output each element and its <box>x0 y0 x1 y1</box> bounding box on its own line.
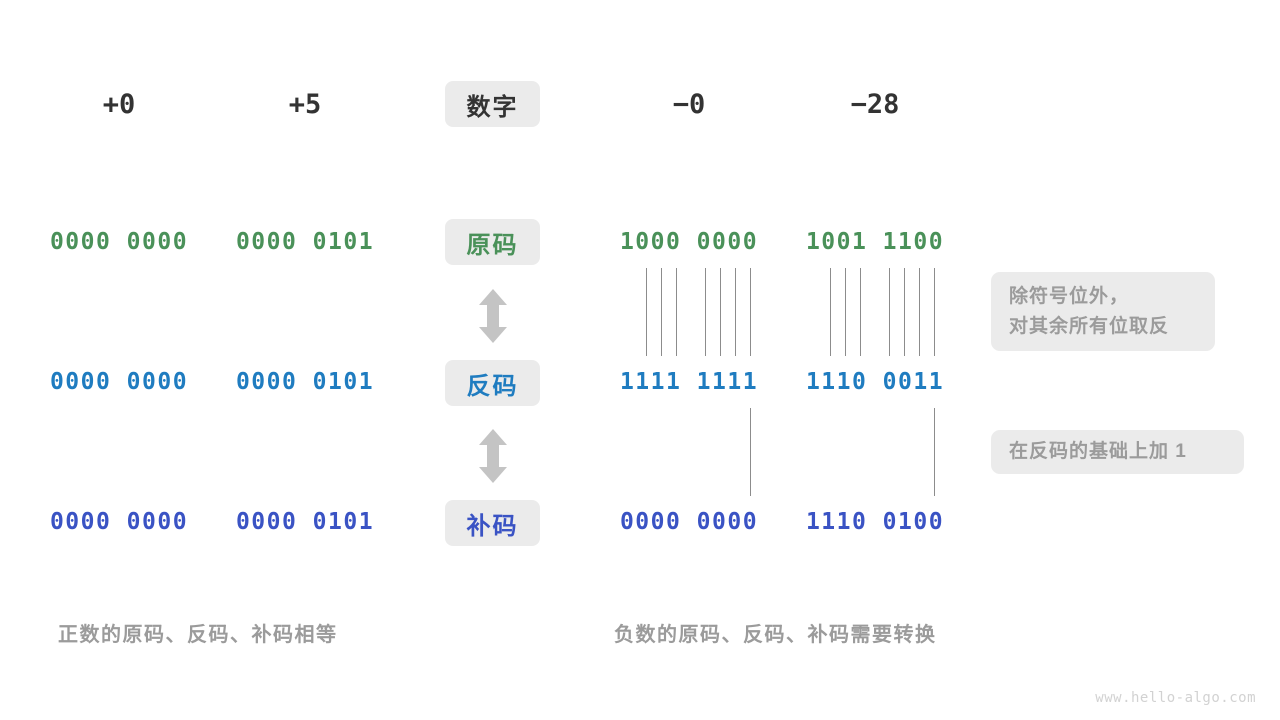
note-line: 在反码的基础上加 1 <box>1009 441 1187 463</box>
carry-connector-line <box>750 408 751 496</box>
header-value-plus-five: +5 <box>288 88 322 120</box>
header-value-plus-zero: +0 <box>102 88 136 120</box>
bit-connector-line <box>646 268 647 356</box>
value-ones-complement-minus-twentyeight: 1110 0011 <box>805 369 945 395</box>
header-value-minus-twentyeight: −28 <box>850 88 900 120</box>
bit-connector-line <box>720 268 721 356</box>
value-original-plus-zero: 0000 0000 <box>49 229 189 255</box>
value-ones-complement-plus-zero: 0000 0000 <box>49 369 189 395</box>
note-line: 除符号位外， <box>1009 286 1130 308</box>
carry-connector-line <box>934 408 935 496</box>
value-twos-complement-minus-zero: 0000 0000 <box>619 509 759 535</box>
value-original-plus-five: 0000 0101 <box>235 229 375 255</box>
bit-connector-line <box>860 268 861 356</box>
double-vertical-arrow-icon-2 <box>476 428 510 484</box>
bit-connector-line <box>661 268 662 356</box>
bit-connector-line <box>830 268 831 356</box>
note-invert-non-sign-bits: 除符号位外， 对其余所有位取反 <box>991 272 1215 351</box>
bit-connector-line <box>750 268 751 356</box>
caption-positive: 正数的原码、反码、补码相等 <box>58 624 338 646</box>
value-ones-complement-plus-five: 0000 0101 <box>235 369 375 395</box>
value-original-minus-zero: 1000 0000 <box>619 229 759 255</box>
bit-connector-line <box>919 268 920 356</box>
value-twos-complement-plus-zero: 0000 0000 <box>49 509 189 535</box>
note-add-one: 在反码的基础上加 1 <box>991 430 1244 474</box>
value-twos-complement-minus-twentyeight: 1110 0100 <box>805 509 945 535</box>
bit-connector-line <box>904 268 905 356</box>
double-vertical-arrow-icon-1 <box>476 288 510 344</box>
bit-connector-line <box>934 268 935 356</box>
bit-connector-line <box>676 268 677 356</box>
bit-connector-line <box>705 268 706 356</box>
badge-twos-complement: 补码 <box>445 500 540 546</box>
header-value-minus-zero: −0 <box>672 88 706 120</box>
badge-ones-complement: 反码 <box>445 360 540 406</box>
badge-number: 数字 <box>445 81 540 127</box>
bit-connector-line <box>889 268 890 356</box>
value-original-minus-twentyeight: 1001 1100 <box>805 229 945 255</box>
watermark: www.hello-algo.com <box>1095 690 1256 706</box>
caption-negative: 负数的原码、反码、补码需要转换 <box>614 624 937 646</box>
bit-connector-line <box>845 268 846 356</box>
badge-original-code: 原码 <box>445 219 540 265</box>
bit-connector-line <box>735 268 736 356</box>
value-twos-complement-plus-five: 0000 0101 <box>235 509 375 535</box>
value-ones-complement-minus-zero: 1111 1111 <box>619 369 759 395</box>
note-line: 对其余所有位取反 <box>1009 315 1170 337</box>
